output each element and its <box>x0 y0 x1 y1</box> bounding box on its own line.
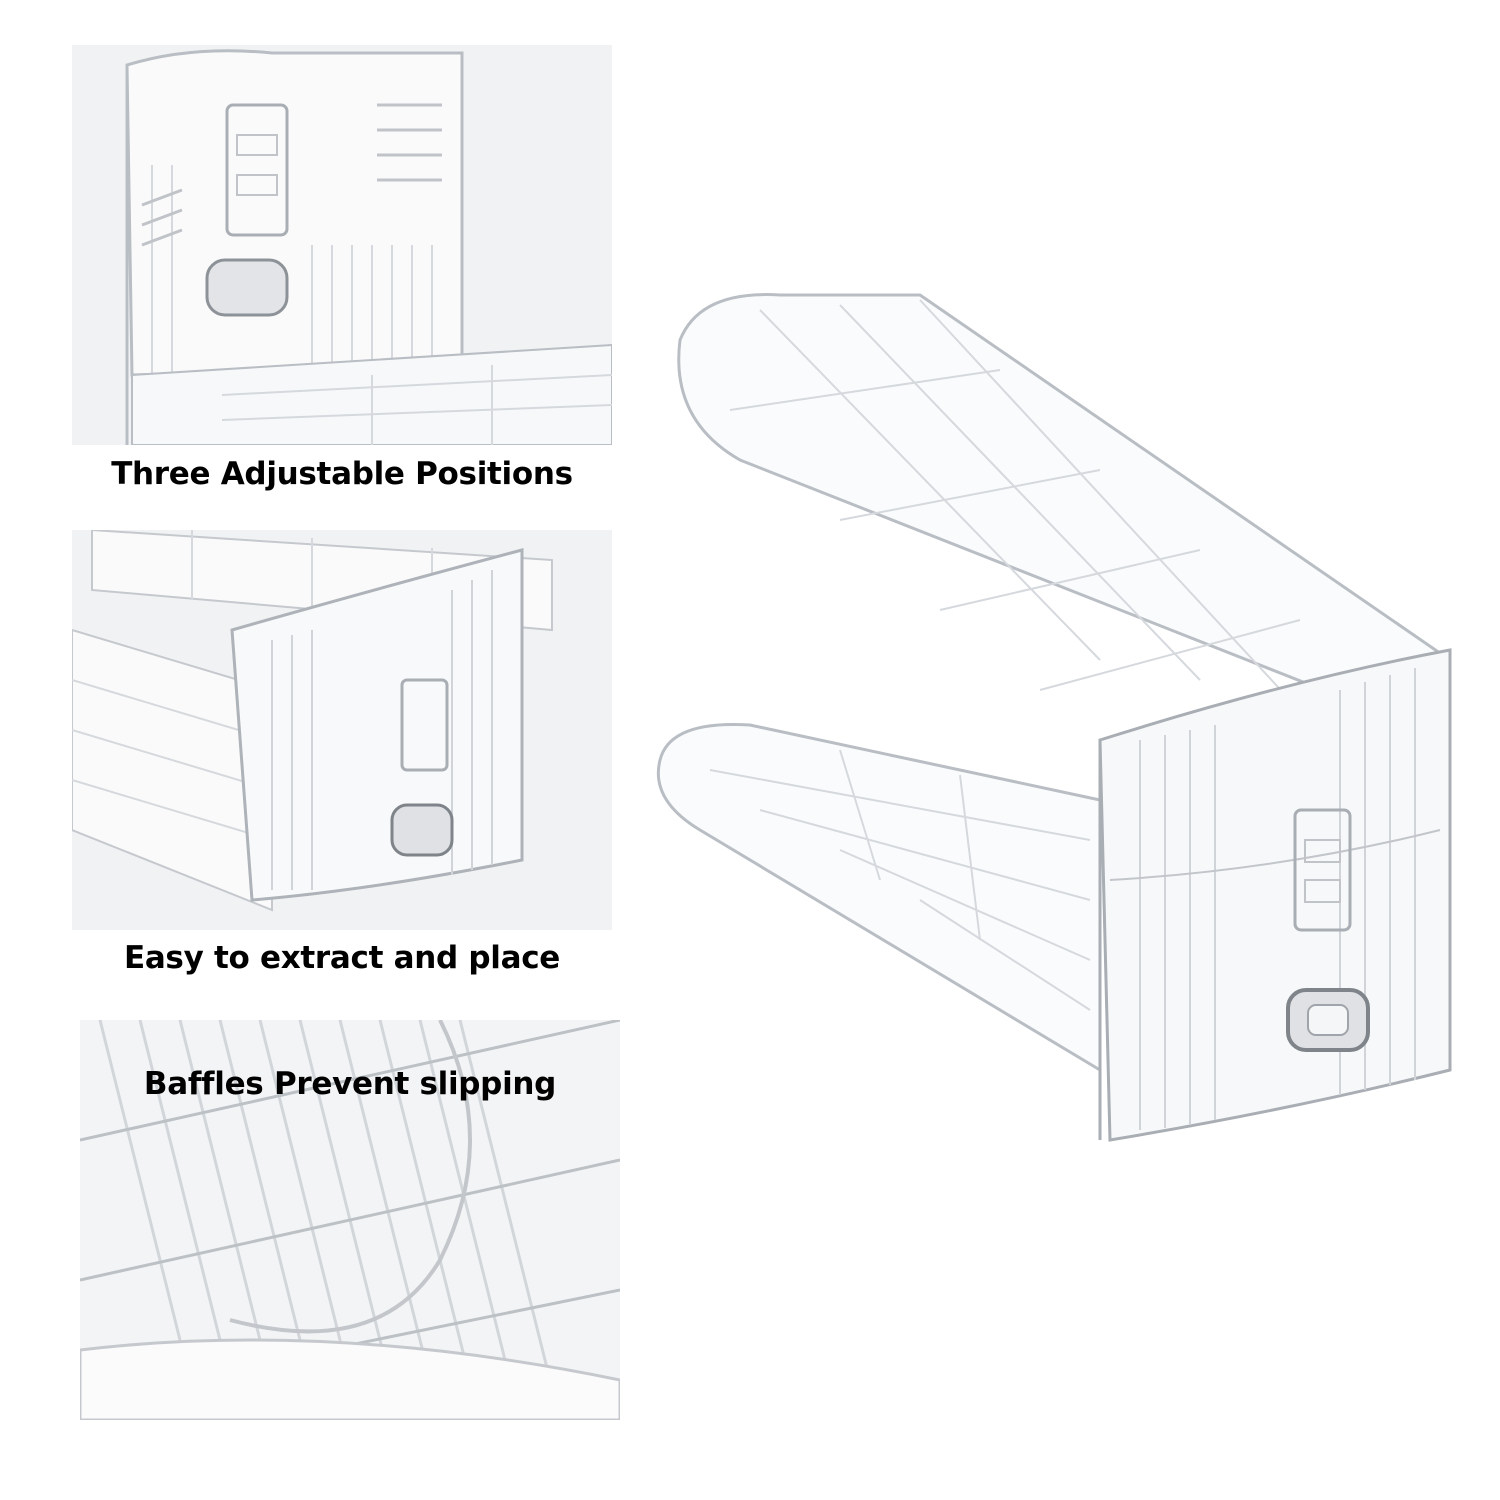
hero-product-image <box>640 280 1470 1180</box>
rack-side-view-illustration <box>72 530 612 930</box>
shoe-rack-illustration <box>656 293 1452 1142</box>
ribbed-tray-closeup-illustration <box>80 1020 620 1420</box>
feature-caption-baffles: Baffles Prevent slipping <box>143 1066 557 1102</box>
feature-image-adjustable-positions <box>72 45 612 445</box>
feature-image-extract-and-place <box>72 530 612 930</box>
feature-caption-extract-and-place: Easy to extract and place <box>123 940 561 976</box>
feature-caption-adjustable-positions: Three Adjustable Positions <box>111 456 573 492</box>
feature-image-baffles <box>80 1020 620 1420</box>
rack-back-wall-closeup-illustration <box>72 45 612 445</box>
